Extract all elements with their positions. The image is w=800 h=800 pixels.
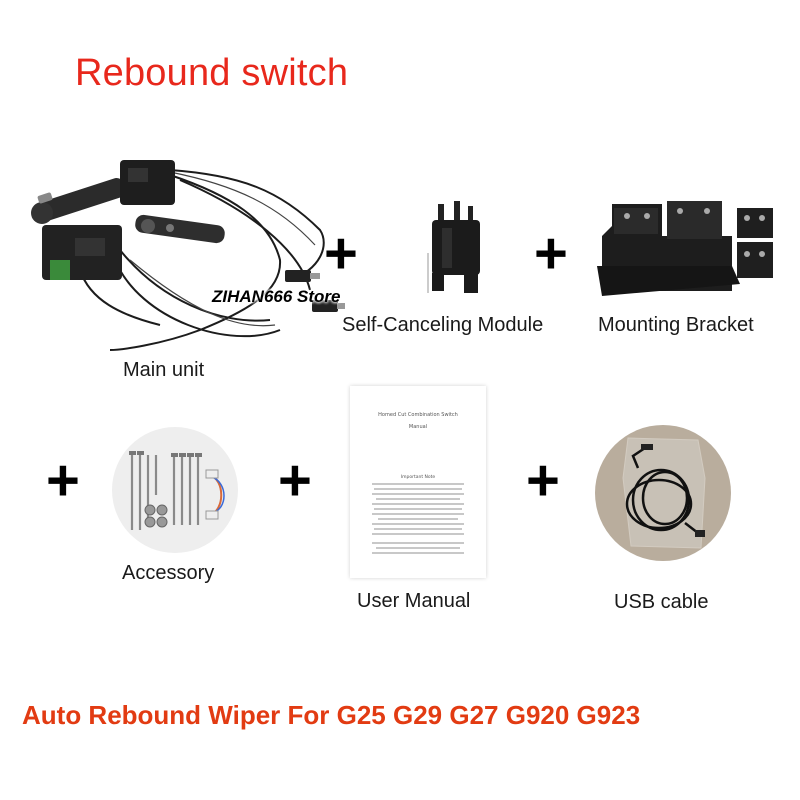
plus-icon: + xyxy=(324,221,358,286)
manual-subheading: Manual xyxy=(409,424,427,430)
accessory-image xyxy=(112,427,238,553)
manual-section: Important Note xyxy=(401,474,436,480)
caption-accessory: Accessory xyxy=(122,562,215,584)
caption-user-manual: User Manual xyxy=(357,590,471,612)
plus-icon: + xyxy=(534,221,568,286)
caption-usb-cable: USB cable xyxy=(614,591,709,613)
caption-main-unit: Main unit xyxy=(123,359,205,381)
manual-heading: Homed Cut Combination Switch xyxy=(378,412,458,418)
wiper-stalk xyxy=(31,178,126,224)
caption-mounting-bracket: Mounting Bracket xyxy=(598,314,754,336)
store-watermark: ZIHAN666 Store xyxy=(212,287,341,306)
plus-icon: + xyxy=(278,448,312,513)
plus-icon: + xyxy=(526,448,560,513)
main-unit-image xyxy=(31,160,345,351)
footer-tagline: Auto Rebound Wiper For G25 G29 G27 G920 … xyxy=(22,700,641,730)
user-manual-image: Homed Cut Combination Switch Manual Impo… xyxy=(350,386,486,578)
usb-cable-image xyxy=(595,425,731,561)
caption-self-canceling-module: Self-Canceling Module xyxy=(342,314,544,336)
plus-icon: + xyxy=(46,448,80,513)
mounting-bracket-image xyxy=(597,201,773,296)
self-canceling-module-image xyxy=(427,201,480,293)
page-title: Rebound switch xyxy=(75,52,349,94)
